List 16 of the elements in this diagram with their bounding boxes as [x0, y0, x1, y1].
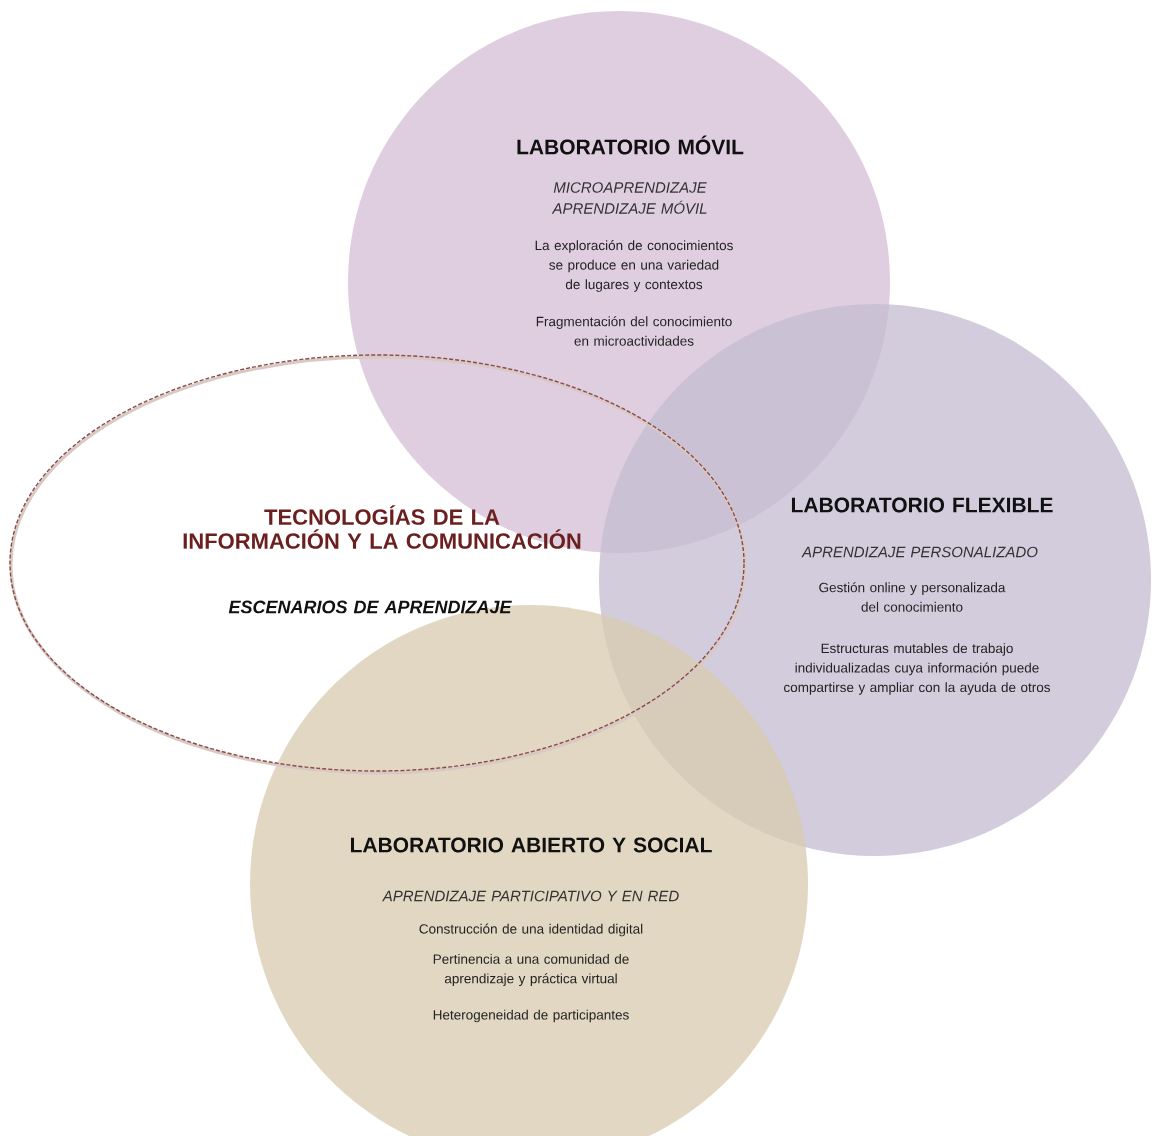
subheading: APRENDIZAJE PERSONALIZADO — [801, 546, 1038, 558]
circle-heading: LABORATORIO FLEXIBLE — [792, 497, 1053, 513]
description: Pertinencia a una comunidad de aprendizaje y práctica virtual — [433, 953, 629, 987]
circle-heading: LABORATORIO ABIERTO Y SOCIAL — [351, 837, 712, 853]
description: Gestión online y personalizada del conocimiento — [819, 582, 1006, 612]
description: Fragmentación del conocimiento en microactividades — [536, 316, 732, 346]
circle-heading: LABORATORIO MÓVIL — [517, 135, 744, 155]
description: Estructuras mutables de trabajo individualizadas cuya información puede compartirse y ampliar con la ayuda de otros — [784, 643, 1051, 695]
description: Heterogeneidad de participantes — [433, 1009, 629, 1023]
ellipse-heading: TECNOLOGÍAS DE LA INFORMACIÓN Y LA COMUNICACIÓN — [183, 505, 581, 549]
subheading: ESCENARIOS DE APRENDIZAJE — [228, 600, 512, 614]
subheading: MICROAPRENDIZAJE APRENDIZAJE MÓVIL — [551, 182, 707, 214]
subheading: APRENDIZAJE PARTICIPATIVO Y EN RED — [382, 890, 679, 902]
description: La exploración de conocimientos se produce en una variedad de lugares y contextos — [535, 240, 733, 292]
dashed-ellipse — [9, 354, 747, 775]
description: Construcción de una identidad digital — [419, 923, 643, 937]
